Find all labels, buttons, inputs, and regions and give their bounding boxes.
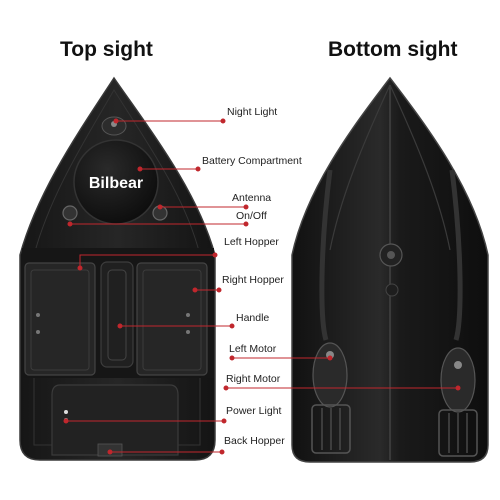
label-handle: Handle	[236, 312, 270, 324]
left-hopper	[24, 262, 96, 376]
label-antenna: Antenna	[232, 192, 272, 204]
leader-left-hopper	[79, 254, 215, 268]
label-right-motor: Right Motor	[226, 373, 281, 385]
label-power-light: Power Light	[226, 405, 282, 417]
on-off-switch	[62, 205, 78, 221]
back-hopper	[51, 384, 179, 456]
power-light	[64, 410, 68, 414]
callout-leaders	[63, 118, 461, 455]
label-left-motor: Left Motor	[229, 343, 277, 355]
label-back-hopper: Back Hopper	[224, 435, 285, 447]
brand-logo: Bilbear	[89, 175, 143, 192]
left-motor	[312, 342, 348, 408]
bottom-view-boat	[291, 76, 489, 463]
label-night-light: Night Light	[227, 106, 278, 118]
label-battery-compartment: Battery Compartment	[202, 155, 302, 167]
bottom-view-title: Bottom sight	[328, 38, 458, 61]
top-view-title: Top sight	[60, 38, 153, 61]
right-hopper	[136, 262, 208, 376]
handle	[100, 261, 134, 368]
label-left-hopper: Left Hopper	[224, 236, 279, 248]
right-motor	[440, 347, 476, 413]
label-right-hopper: Right Hopper	[222, 274, 284, 286]
label-on-off: On/Off	[236, 210, 267, 222]
top-view-boat: Bilbear	[19, 76, 216, 461]
